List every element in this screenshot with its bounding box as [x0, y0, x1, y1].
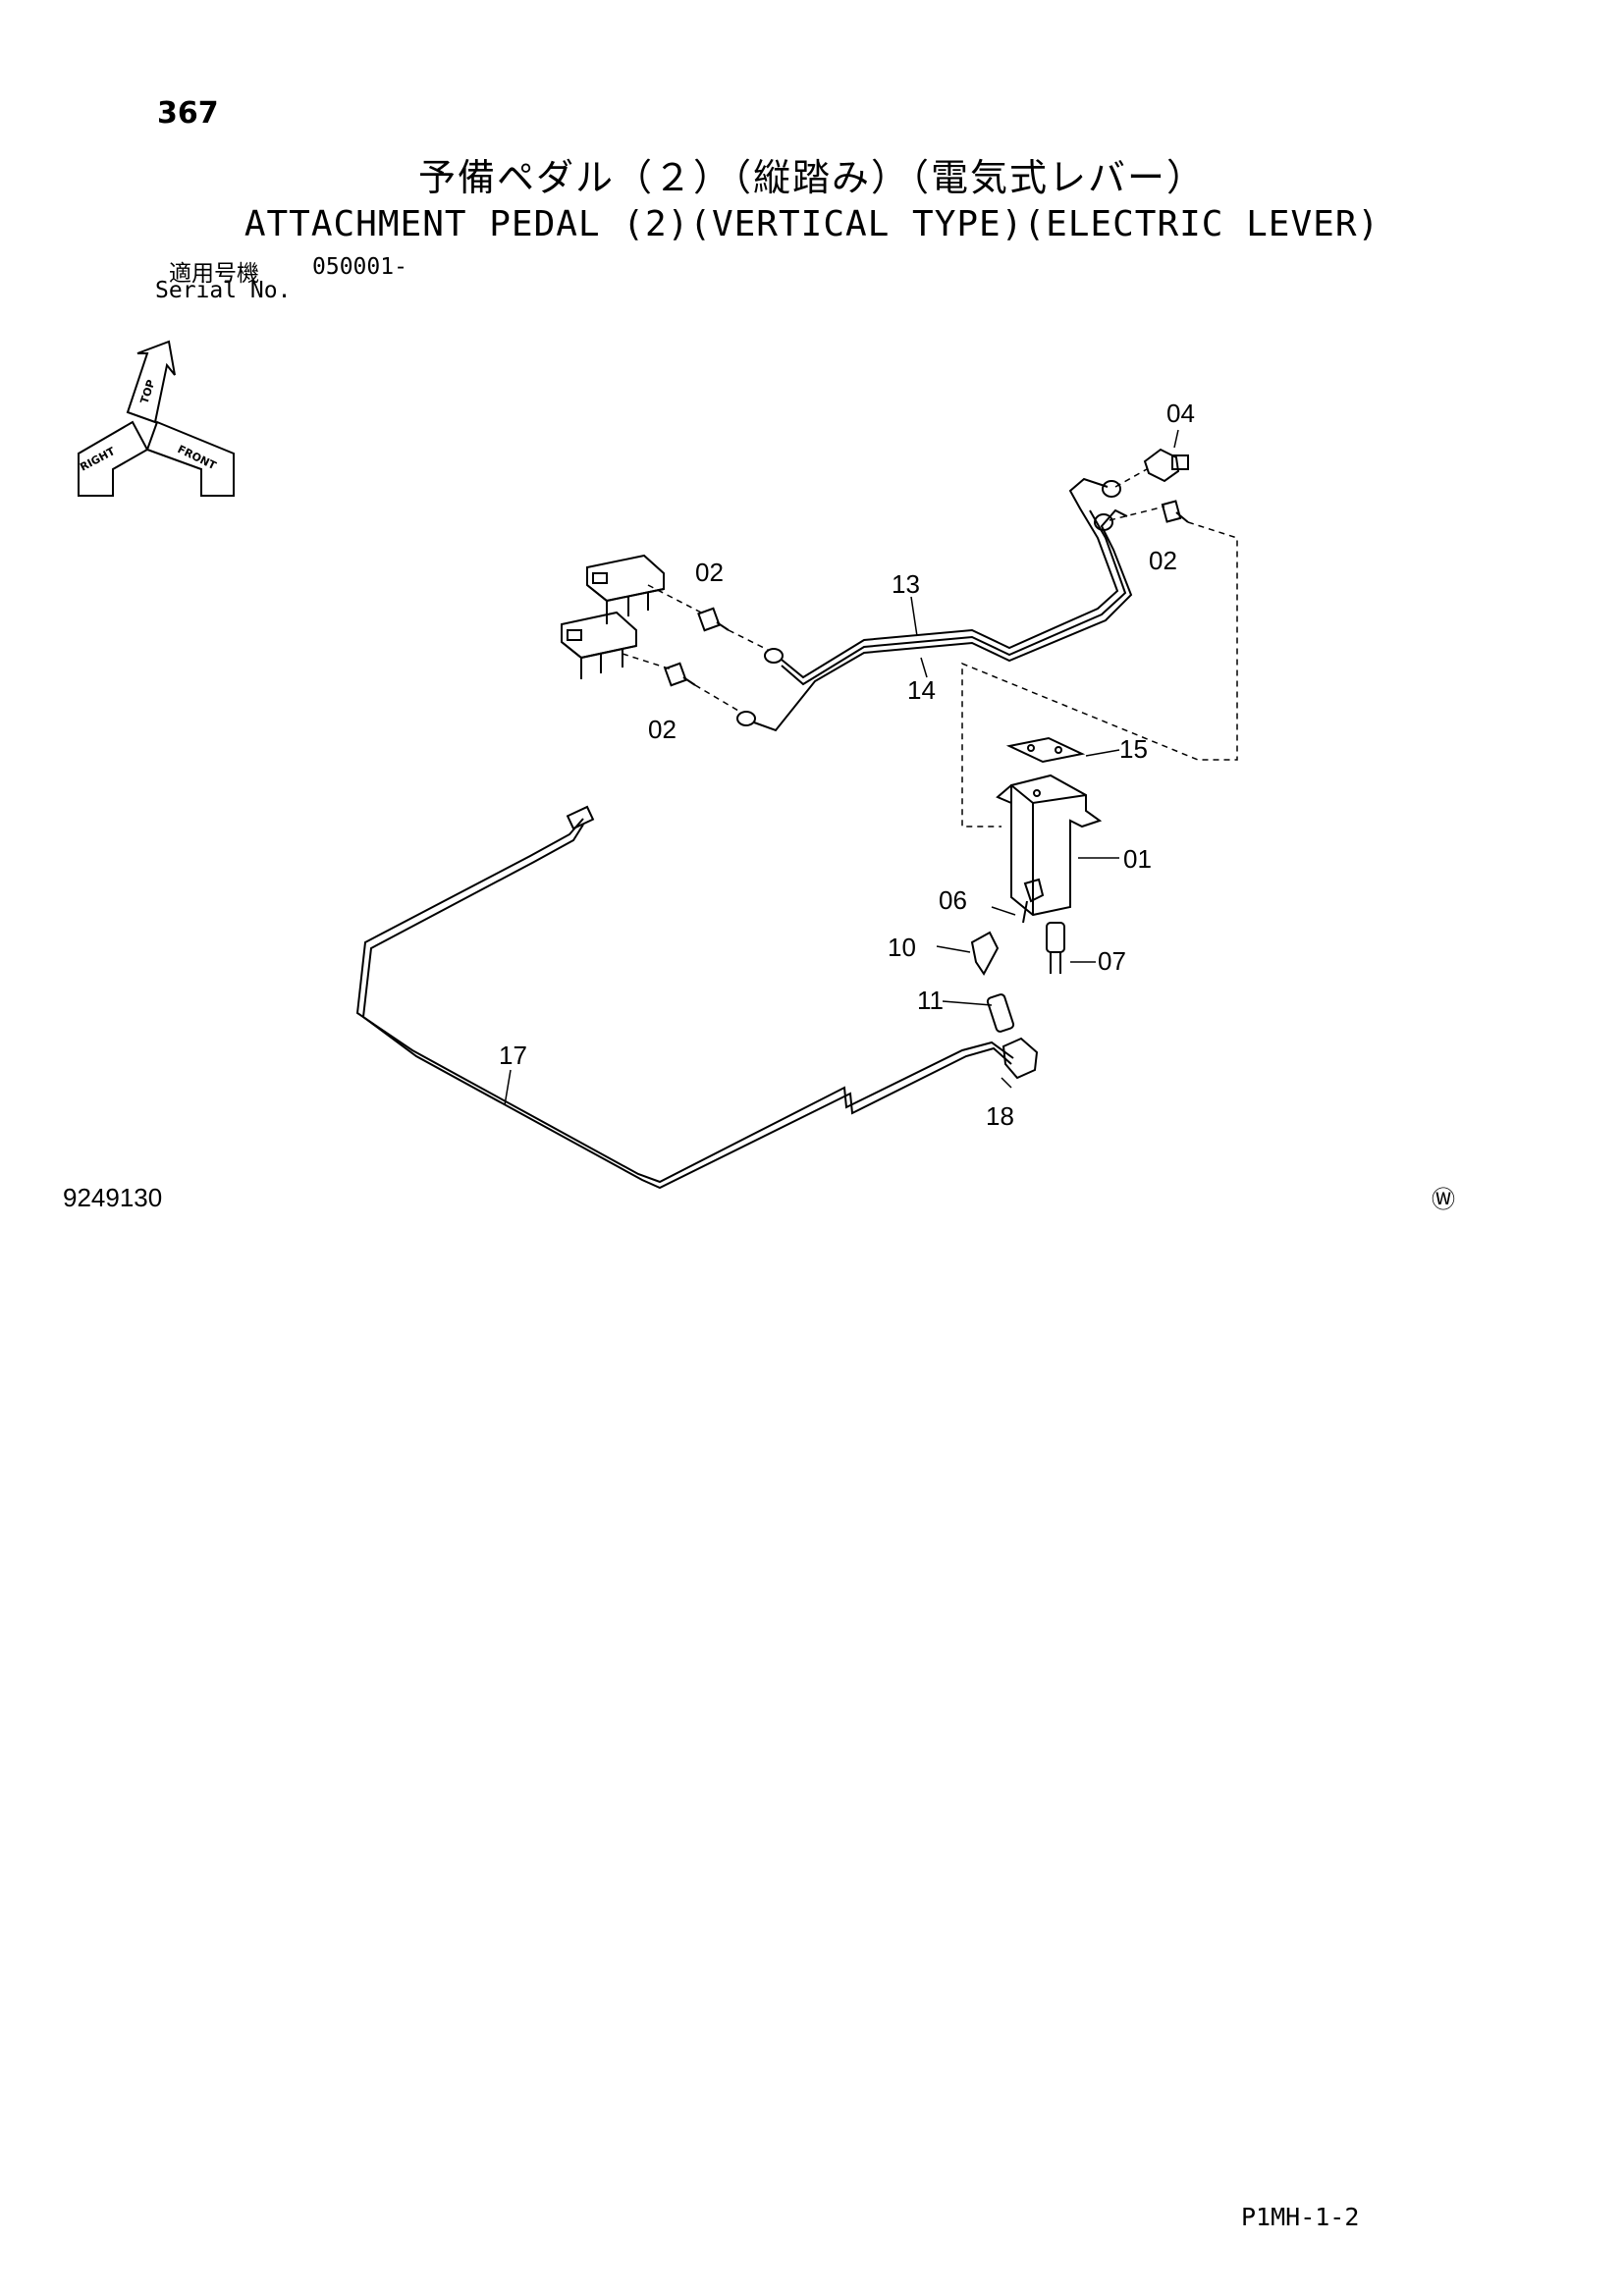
- callout-10: 10: [888, 933, 916, 962]
- compass-top-arrow: [126, 340, 176, 424]
- fitting-02-right: [1161, 500, 1189, 523]
- callout-17: 17: [499, 1041, 527, 1070]
- page-number: 367: [157, 96, 219, 131]
- connector-11: [986, 993, 1015, 1033]
- callout-02-lower: 02: [648, 715, 677, 744]
- callout-15: 15: [1119, 734, 1148, 764]
- callout-13: 13: [892, 569, 920, 599]
- harness-13-14: [736, 477, 1133, 732]
- connector-10: [970, 931, 1000, 976]
- compass-top-label: TOP: [137, 378, 157, 405]
- harness-17: [355, 805, 1014, 1190]
- serial-value: 050001-: [312, 254, 407, 280]
- plate-15: [1005, 736, 1086, 764]
- fitting-02-upper: [697, 607, 730, 632]
- compass-right-label: RIGHT: [78, 445, 117, 474]
- callout-02-right: 02: [1149, 546, 1177, 575]
- callout-14: 14: [907, 675, 936, 705]
- sheet-code: P1MH-1-2: [1241, 2203, 1360, 2231]
- orientation-compass: TOP RIGHT FRONT: [78, 340, 235, 497]
- callout-02-upper: 02: [695, 558, 724, 587]
- fitting-02-lower: [664, 662, 696, 687]
- callout-11: 11: [917, 986, 944, 1015]
- callout-07: 07: [1098, 946, 1126, 976]
- serial-label-english: Serial No.: [155, 278, 292, 303]
- title-english: ATTACHMENT PEDAL (2)(VERTICAL TYPE)(ELEC…: [244, 204, 1380, 244]
- fitting-06: [1022, 878, 1045, 924]
- callout-04: 04: [1166, 399, 1195, 428]
- connector-18: [1001, 1037, 1039, 1080]
- compass-right-arrow: [145, 420, 235, 497]
- callout-18: 18: [986, 1101, 1014, 1131]
- callout-01: 01: [1123, 844, 1152, 874]
- pedal-switch-upper: [586, 554, 665, 624]
- fitting-07: [1046, 922, 1065, 974]
- pedal-switch-lower: [561, 611, 637, 679]
- callout-06: 06: [939, 885, 967, 915]
- serial-label-japanese: 適用号機: [169, 261, 259, 287]
- connector-04: [1143, 448, 1189, 483]
- w-mark: Ⓦ: [1432, 1186, 1455, 1213]
- title-japanese: 予備ペダル（２）（縦踏み）（電気式レバー）: [417, 156, 1206, 199]
- controller-box-01: [996, 774, 1103, 917]
- figure-number: 9249130: [63, 1183, 163, 1212]
